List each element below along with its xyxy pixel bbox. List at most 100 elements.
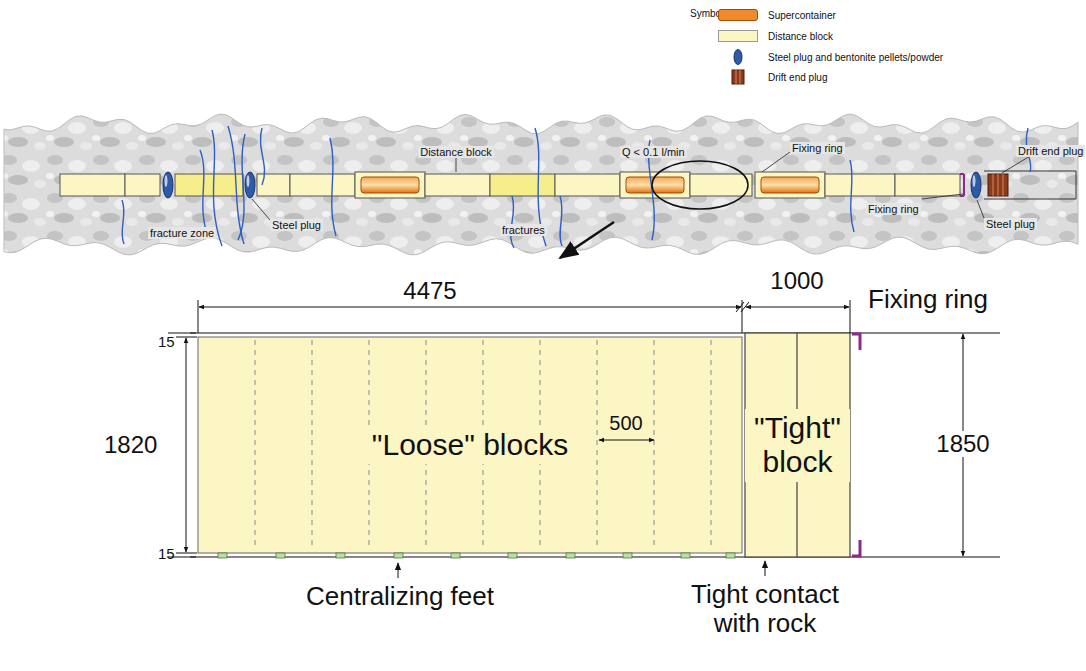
drawing-path: [993, 174, 1003, 196]
legend-swatch: [718, 30, 758, 42]
drawing-rect: [623, 553, 632, 558]
drawing-path: [850, 300, 851, 333]
drawing-path: [711, 340, 712, 550]
block-label: "Loose" blocks: [368, 426, 572, 465]
drift-blocks: [60, 172, 960, 198]
drawing-path: [255, 340, 256, 550]
centralizing-feet: [218, 553, 735, 558]
block-region: "Tight" block: [745, 333, 850, 557]
legend-symbol: [718, 69, 758, 85]
part-label: Distance block: [418, 146, 494, 158]
drawing-rect: [988, 174, 1008, 196]
drawing-rect: [276, 553, 285, 558]
drawing-rect: [394, 553, 403, 558]
drawing-rect: [336, 553, 345, 558]
drawing-rect: [361, 177, 419, 193]
drawing-path: [252, 199, 270, 220]
drawing-rect: [290, 174, 355, 196]
drawing-rect: [761, 177, 819, 193]
detail-circle: [652, 161, 748, 209]
drawing-rect: [218, 553, 227, 558]
legend-swatch: [718, 9, 758, 21]
drawing-path: [260, 128, 264, 185]
fixing-ring-detail: [852, 334, 860, 556]
drawing-path: [654, 340, 655, 550]
dimension-lines: [168, 300, 963, 578]
leader-lines: [252, 152, 1030, 220]
drawing-path: [1002, 156, 1030, 173]
fixing-ring: [960, 174, 964, 196]
block-label: "Tight" block: [745, 409, 850, 482]
drawing-path: [736, 302, 749, 312]
drawing-path: [168, 333, 196, 557]
drawing-path: [228, 126, 244, 244]
drawing-path: [984, 171, 1076, 199]
drawing-rect: [451, 553, 460, 558]
drawing-path: [922, 194, 963, 199]
legend-text: Supercontainer: [768, 10, 836, 21]
drawing-rect: [60, 174, 125, 196]
drawing-rect: [681, 553, 690, 558]
drawing-rect: [825, 174, 895, 196]
drawing-path: [765, 561, 766, 576]
block-joints: [255, 340, 711, 550]
detail-arrow: [560, 222, 614, 258]
drawing-path: [511, 196, 514, 248]
supercontainers: [361, 177, 819, 193]
dimension-label: Fixing ring: [868, 285, 988, 314]
part-label: Q < 0.1 l/min: [620, 146, 687, 158]
rock-mass: [4, 114, 1078, 255]
dimension-label: 1000: [770, 268, 823, 294]
drawing-rect: [425, 174, 490, 196]
loose-block-outline: [198, 337, 742, 553]
drawing-rect: [508, 553, 517, 558]
drawing-path: [200, 150, 208, 236]
drawing-path: [560, 196, 562, 246]
part-label: Steel plug: [270, 219, 323, 231]
steel-plugs: [163, 172, 981, 198]
part-label: Fixing ring: [866, 203, 921, 215]
drawing-path: [190, 332, 1000, 333]
drawing-path: [762, 152, 790, 172]
part-label: fractures: [500, 224, 547, 236]
drawing-path: [199, 307, 741, 308]
drawing-rect: [690, 174, 752, 196]
drawing-path: [122, 200, 124, 244]
dimension-label: Tight contact with rock: [665, 580, 865, 637]
drawing-ellipse: [247, 175, 250, 187]
drawing-rect: [555, 174, 620, 196]
drawing-rect: [566, 553, 575, 558]
drawing-rect: [257, 174, 290, 196]
drawing-path: [198, 300, 742, 333]
plug-highlights: [165, 175, 976, 187]
dimension-label: 4475: [403, 278, 456, 304]
drawing-path: [190, 556, 1000, 557]
drawing-rect: [755, 172, 825, 198]
drawing-path: [597, 340, 598, 550]
part-label: Drift end plug: [1016, 145, 1085, 157]
drawing-path: [850, 160, 854, 232]
part-label: Steel plug: [984, 218, 1037, 230]
drawing-path: [977, 200, 984, 218]
drawing-path: [186, 338, 187, 552]
legend-text: Steel plug and bentonite pellets/powder: [768, 52, 943, 63]
drawing-ellipse: [973, 175, 976, 187]
drift-end-plug: [984, 171, 1076, 199]
legend-symbol: [718, 49, 758, 65]
drawing-rect: [355, 172, 425, 198]
tight-block-outline: [745, 333, 850, 557]
drawing-rect: [175, 174, 243, 196]
legend-row: Distance block: [718, 28, 833, 44]
drawing-path: [176, 337, 197, 553]
part-label: fracture zone: [148, 227, 216, 239]
drawing-rect: [895, 174, 960, 196]
drawing-rect: [726, 553, 735, 558]
legend-row: Steel plug and bentonite pellets/powder: [718, 49, 943, 65]
part-label: 15: [158, 546, 175, 563]
end-plug-symbol: [732, 70, 744, 84]
end-plug-stripes: [736, 70, 740, 84]
drawing-path: [599, 440, 654, 441]
drawing-path: [746, 307, 849, 308]
part-label: 15: [158, 334, 175, 351]
